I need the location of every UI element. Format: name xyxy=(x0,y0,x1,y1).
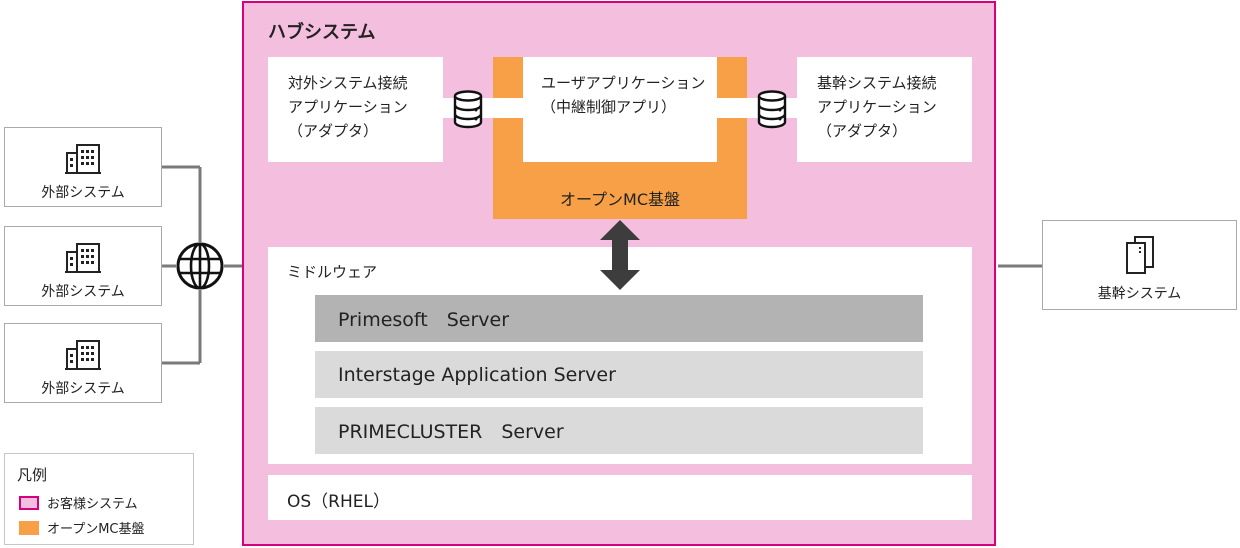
core-connection-app: 基幹システム接続 アプリケーション （アダプタ） xyxy=(797,57,972,162)
database-icon xyxy=(757,90,787,129)
core-system-label: 基幹システム xyxy=(1097,286,1182,302)
app-line: ユーザアプリケーション xyxy=(541,74,706,92)
external-system-1: 外部システム xyxy=(4,127,162,207)
hub-title: ハブシステム xyxy=(268,22,376,43)
app-line: （中継制御アプリ） xyxy=(541,98,677,116)
app-line: アプリケーション xyxy=(817,98,937,116)
external-system-label: 外部システム xyxy=(41,381,125,397)
core-system: 基幹システム xyxy=(1042,220,1237,310)
external-system-label: 外部システム xyxy=(41,284,125,300)
os-panel xyxy=(268,475,972,520)
legend-swatch-openmc xyxy=(19,521,39,535)
os-label: OS（RHEL） xyxy=(287,492,390,512)
server-rack-icon xyxy=(1126,236,1154,274)
app-line: 基幹システム接続 xyxy=(817,74,937,92)
open-mc-label: オープンMC基盤 xyxy=(559,190,681,209)
globe-icon xyxy=(176,242,224,290)
database-icon xyxy=(453,90,483,129)
connector-right-inner xyxy=(717,98,747,118)
product-interstage: Interstage Application Server xyxy=(315,351,923,398)
app-line: （アダプタ） xyxy=(288,122,379,140)
external-system-2: 外部システム xyxy=(4,226,162,306)
bidirectional-arrow-icon xyxy=(600,220,640,290)
user-application: ユーザアプリケーション （中継制御アプリ） xyxy=(523,57,717,162)
legend-item-customer: お客様システム xyxy=(47,497,138,512)
product-primecluster: PRIMECLUSTER Server xyxy=(315,407,923,454)
external-system-label: 外部システム xyxy=(41,185,125,201)
office-building-icon xyxy=(65,243,101,273)
office-building-icon xyxy=(65,340,101,370)
external-connection-app: 対外システム接続 アプリケーション （アダプタ） xyxy=(268,57,443,162)
app-line: アプリケーション xyxy=(288,98,408,116)
legend-title: 凡例 xyxy=(17,466,48,484)
middleware-title: ミドルウェア xyxy=(287,263,378,281)
legend-swatch-customer xyxy=(19,496,39,510)
app-line: （アダプタ） xyxy=(817,122,908,140)
external-system-3: 外部システム xyxy=(4,323,162,403)
product-primesoft: Primesoft Server xyxy=(315,295,923,342)
connector-left-inner xyxy=(493,98,523,118)
app-line: 対外システム接続 xyxy=(288,74,408,92)
legend: 凡例 お客様システム オープンMC基盤 xyxy=(4,453,194,545)
office-building-icon xyxy=(65,144,101,174)
legend-item-openmc: オープンMC基盤 xyxy=(47,522,145,537)
